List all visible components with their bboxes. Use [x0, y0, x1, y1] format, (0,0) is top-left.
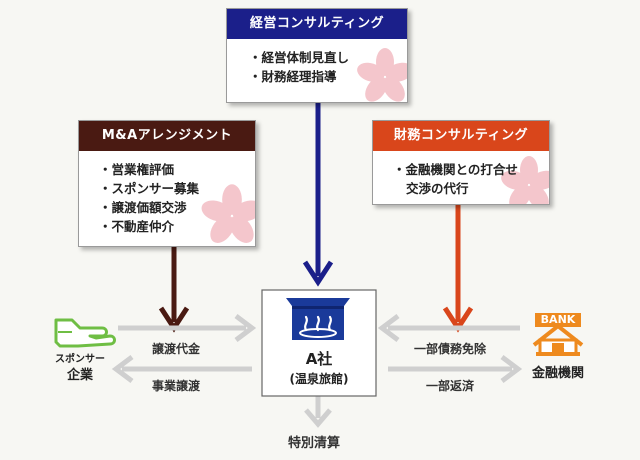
management-consulting-body: ・経営体制見直し ・財務経理指導: [227, 39, 407, 102]
special-liquidation-label: 特別清算: [288, 436, 341, 451]
ma-arrow: [158, 247, 190, 333]
special-liquidation-arrow: [304, 392, 332, 428]
ma-arrangement-title: M&Aアレンジメント: [79, 121, 255, 151]
list-item: ・不動産仲介: [99, 219, 175, 234]
sakura-icon: [357, 48, 407, 102]
debt-forgiveness-label: 一部債務免除: [414, 342, 487, 356]
partial-repayment-label: 一部返済: [426, 379, 475, 393]
business-transfer-arrow: [111, 355, 252, 383]
bank-label: 金融機関: [531, 366, 584, 381]
sakura-icon: [501, 156, 549, 204]
handshake-icon: [54, 318, 116, 348]
debt-forgiveness-arrow: [377, 314, 520, 342]
transfer-price-arrow: [118, 314, 257, 342]
list-item: ・経営体制見直し: [249, 50, 350, 65]
business-transfer-label: 事業譲渡: [152, 379, 201, 393]
finance-consulting-body: ・金融機関との打合せ 交渉の代行: [373, 151, 549, 204]
management-arrow: [302, 103, 334, 287]
management-consulting-title: 経営コンサルティング: [227, 9, 407, 39]
finance-arrow: [442, 205, 474, 333]
ma-arrangement-box: M&Aアレンジメント ・営業権評価 ・スポンサー募集 ・譲渡価額交渉 ・不動産仲…: [78, 120, 256, 247]
ma-arrangement-body: ・営業権評価 ・スポンサー募集 ・譲渡価額交渉 ・不動産仲介: [79, 151, 255, 243]
finance-consulting-box: 財務コンサルティング ・金融機関との打合せ 交渉の代行: [372, 120, 550, 205]
list-item: ・スポンサー募集: [99, 181, 200, 196]
onsen-icon: [286, 298, 350, 340]
list-item: ・営業権評価: [99, 162, 175, 177]
company-name: A社: [305, 350, 333, 368]
sponsor-label-top: スポンサー: [55, 354, 105, 365]
partial-repayment-arrow: [388, 355, 523, 383]
bank-sign: BANK: [540, 313, 576, 326]
sponsor-label-bottom: 企業: [66, 368, 93, 383]
sakura-icon: [201, 184, 255, 243]
finance-consulting-title: 財務コンサルティング: [373, 121, 549, 151]
list-item: ・金融機関との打合せ: [393, 162, 518, 177]
management-consulting-box: 経営コンサルティング ・経営体制見直し ・財務経理指導: [226, 8, 408, 103]
list-item: ・譲渡価額交渉: [99, 200, 187, 215]
list-item: ・財務経理指導: [249, 69, 337, 84]
list-item: 交渉の代行: [406, 181, 469, 196]
transfer-price-label: 譲渡代金: [152, 342, 201, 356]
bank-icon: [532, 313, 584, 356]
company-subtitle: (温泉旅館): [289, 372, 349, 386]
